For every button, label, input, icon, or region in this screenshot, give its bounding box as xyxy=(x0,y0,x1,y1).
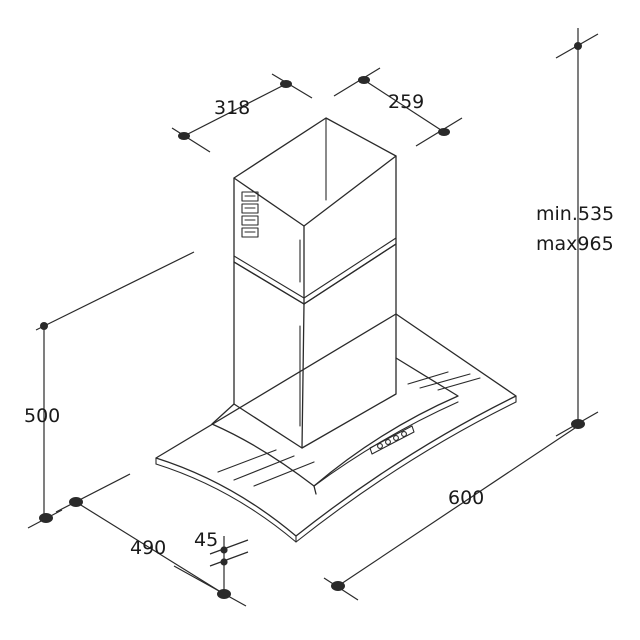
hood-illustration xyxy=(155,117,517,543)
control-panel xyxy=(369,425,415,455)
dim-glass-thickness: 45 xyxy=(194,529,249,598)
dim-hood-width: 600 xyxy=(323,425,579,601)
dim-chimney-depth: 259 xyxy=(333,67,463,147)
glass-panel xyxy=(155,313,517,543)
dim-label-height-min: min.535 xyxy=(536,203,614,225)
chimney-lower xyxy=(233,237,397,449)
dim-label-chimney-width: 318 xyxy=(214,97,250,119)
dim-label-side-depth: 490 xyxy=(130,537,166,559)
dim-chimney-width: 318 xyxy=(171,73,313,153)
dim-hood-depth: 500 xyxy=(24,251,195,529)
dim-total-height: min.535 max965 xyxy=(536,28,614,437)
dim-label-hood-width: 600 xyxy=(448,487,484,509)
dim-label-height-max: max965 xyxy=(536,233,614,255)
dim-label-glass-thickness: 45 xyxy=(194,529,218,551)
dim-label-chimney-depth: 259 xyxy=(388,91,424,113)
canopy-body xyxy=(211,357,459,495)
dim-label-hood-depth: 500 xyxy=(24,405,60,427)
vent-grille-icon xyxy=(241,191,259,238)
glass-reflection xyxy=(217,371,481,487)
